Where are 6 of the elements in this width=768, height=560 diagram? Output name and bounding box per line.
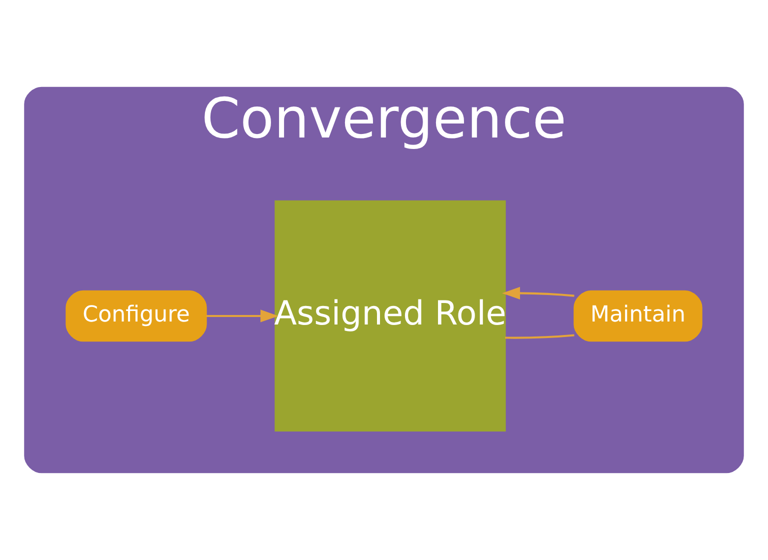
- arrow: [206, 310, 278, 322]
- connector: [505, 334, 574, 339]
- node-box: Assigned Role: [274, 200, 506, 432]
- node-box: Maintain: [574, 290, 702, 342]
- arrow: [502, 286, 574, 300]
- node-box: Configure: [66, 290, 207, 342]
